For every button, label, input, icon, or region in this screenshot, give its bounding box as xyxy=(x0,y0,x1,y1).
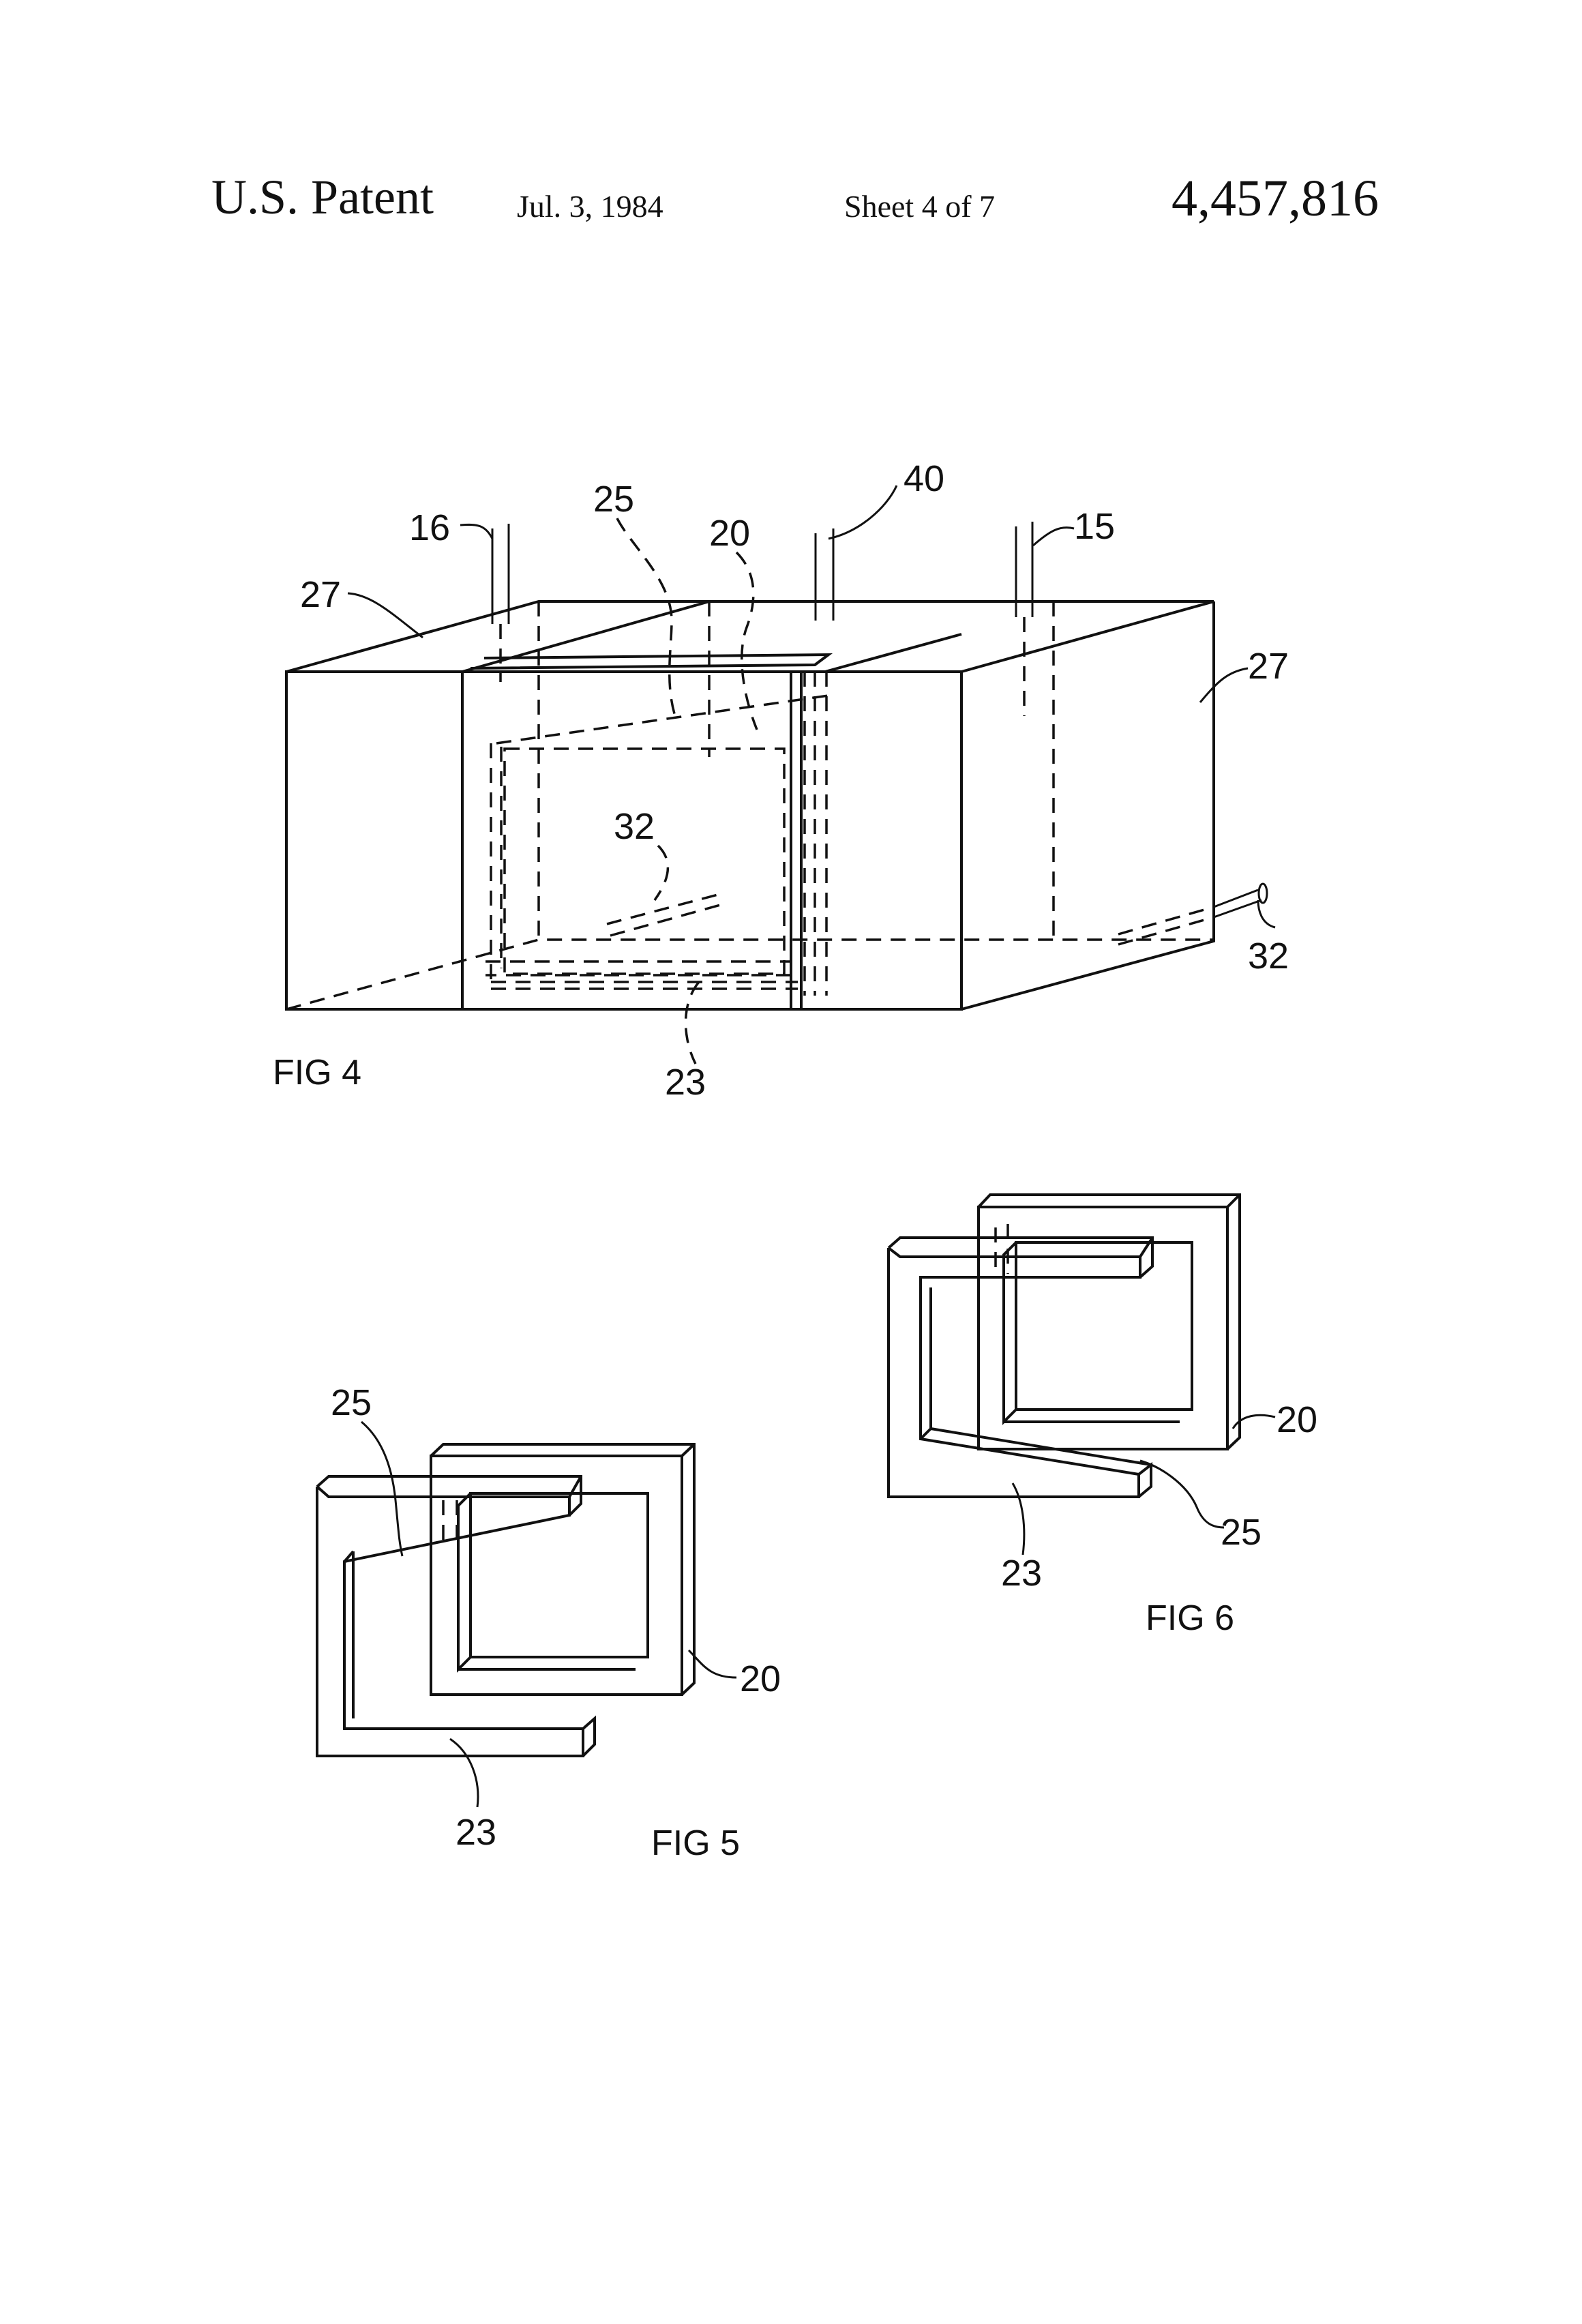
fig4-pipe-32 xyxy=(1214,890,1262,917)
fig4-rod-16 xyxy=(492,524,509,624)
fig5-winding-23 xyxy=(317,1487,583,1756)
fig4-label-27-right: 27 xyxy=(1248,646,1289,687)
fig6-winding-23 xyxy=(889,1248,1140,1497)
fig4-label-32-inner: 32 xyxy=(614,806,655,847)
fig5-label-25: 25 xyxy=(331,1382,372,1423)
fig4-label-40: 40 xyxy=(904,458,944,499)
fig6-drawing: 20 25 23 FIG 6 xyxy=(889,1195,1317,1638)
fig5-label-20: 20 xyxy=(740,1658,781,1699)
fig4-side-face xyxy=(961,601,1214,1009)
fig4-rod-40 xyxy=(816,528,833,621)
fig4-label-25: 25 xyxy=(593,479,634,520)
fig5-drawing: 25 20 23 FIG 5 xyxy=(317,1382,781,1863)
fig4-drawing: 16 25 20 40 15 27 27 32 32 23 FIG 4 xyxy=(273,458,1289,1103)
fig6-caption: FIG 6 xyxy=(1146,1598,1234,1638)
fig6-label-20: 20 xyxy=(1277,1399,1317,1440)
fig4-label-27-left: 27 xyxy=(300,574,341,615)
fig4-label-20: 20 xyxy=(709,513,750,554)
fig4-hidden-base xyxy=(286,940,1214,1009)
fig6-label-23: 23 xyxy=(1001,1553,1042,1594)
fig5-label-23: 23 xyxy=(456,1812,496,1853)
fig4-caption: FIG 4 xyxy=(273,1053,361,1092)
fig6-label-25: 25 xyxy=(1221,1512,1262,1553)
fig5-caption: FIG 5 xyxy=(651,1823,740,1863)
fig4-label-32-outer: 32 xyxy=(1248,936,1289,977)
fig4-label-16: 16 xyxy=(409,507,450,548)
fig4-top-bar xyxy=(471,655,829,668)
fig4-label-23: 23 xyxy=(665,1062,706,1103)
fig4-label-15: 15 xyxy=(1074,506,1115,547)
fig4-top-face xyxy=(286,601,1214,672)
